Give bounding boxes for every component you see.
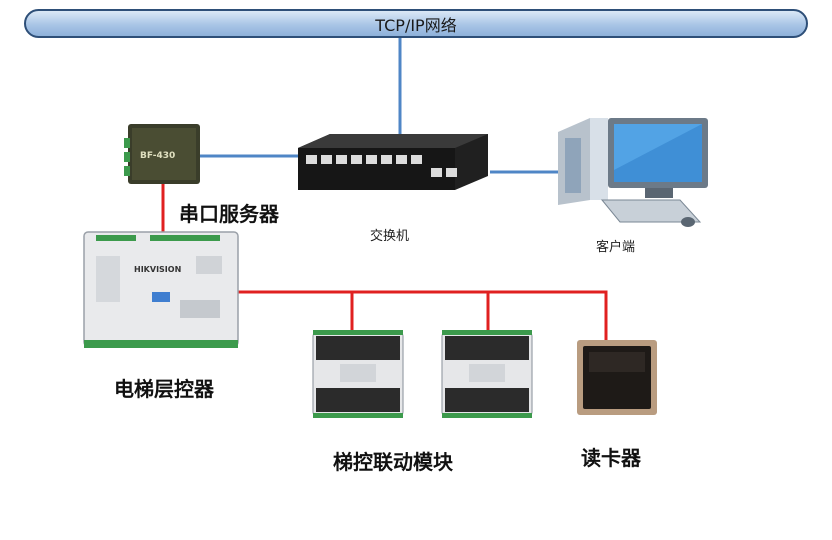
serial-server-badge: BF-430 xyxy=(140,151,175,161)
card-reader-label: 读卡器 xyxy=(581,446,641,470)
serial-server-device: BF-430 xyxy=(124,124,200,184)
elevator-controller-device: HIKVISION xyxy=(83,231,239,348)
switch-device xyxy=(298,134,488,190)
linkage-module-1 xyxy=(312,330,404,418)
network-label: TCP/IP网络 xyxy=(375,15,457,35)
linkage-module-2 xyxy=(441,330,533,418)
controller-brand-text: HIKVISION xyxy=(134,265,181,274)
card-reader-device xyxy=(577,340,657,415)
serial-server-label: 串口服务器 xyxy=(179,202,279,226)
client-label: 客户端 xyxy=(596,240,636,255)
linkage-module-label: 梯控联动模块 xyxy=(333,450,453,474)
controller-bus-link xyxy=(237,290,608,340)
tcpip-network-bus: TCP/IP网络 xyxy=(24,9,808,38)
client-computer xyxy=(558,118,708,227)
switch-label: 交换机 xyxy=(370,229,410,244)
elevator-controller-label: 电梯层控器 xyxy=(114,377,214,401)
